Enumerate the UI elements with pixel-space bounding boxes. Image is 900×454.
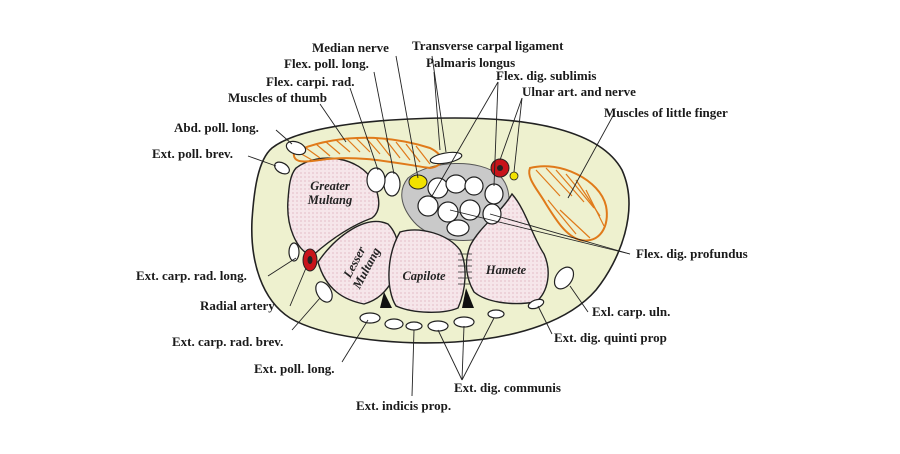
ulnar-nerve (509, 171, 519, 181)
label-flex-carpi-rad: Flex. carpi. rad. (266, 74, 354, 89)
label-ext-poll-long: Ext. poll. long. (254, 361, 335, 376)
label-ext-dig-quinti-prop: Ext. dig. quinti prop (554, 330, 667, 345)
label-muscles-of-thumb: Muscles of thumb (228, 90, 327, 105)
label-ext-poll-brev: Ext. poll. brev. (152, 146, 233, 161)
label-ext-carp-rad-long: Ext. carp. rad. long. (136, 268, 247, 283)
label-flex-dig-profundus: Flex. dig. profundus (636, 246, 748, 261)
label-flex-dig-sublimis: Flex. dig. sublimis (496, 68, 596, 83)
extensor-tendons (274, 140, 575, 332)
thumb-muscle-hatch (297, 137, 431, 165)
label-ext-carp-rad-brev: Ext. carp. rad. brev. (172, 334, 283, 349)
joint-wedge-right (462, 288, 474, 308)
ulnar-artery-lumen (497, 165, 503, 171)
label-abd-poll-long: Abd. poll. long. (174, 120, 259, 135)
radial-artery-lumen (307, 256, 313, 264)
bone-label-hamete: Hamete (485, 263, 527, 277)
intercarpal-joint-lines (458, 253, 472, 285)
label-median-nerve: Median nerve (312, 40, 389, 55)
bone-label-greater-multang-2: Multang (307, 193, 352, 207)
joint-wedge-left (380, 292, 392, 308)
label-ext-carp-uln: Exl. carp. uln. (592, 304, 670, 319)
bone-label-capilote: Capilote (402, 269, 446, 283)
little-finger-muscle-hatch (535, 167, 605, 239)
greater-multangular-bone (287, 157, 380, 257)
label-ext-indicis-prop: Ext. indicis prop. (356, 398, 451, 413)
median-nerve (408, 174, 428, 190)
label-ext-dig-communis: Ext. dig. communis (454, 380, 561, 395)
hamate-bone (465, 192, 549, 305)
flexor-tendons (366, 151, 504, 237)
capitate-bone (388, 229, 466, 313)
leader-lines (247, 55, 631, 397)
bone-label-greater-multang-1: Greater (310, 179, 350, 193)
label-muscles-of-little-finger: Muscles of little finger (604, 105, 728, 120)
label-transverse-carpal-ligament: Transverse carpal ligament (412, 38, 564, 53)
label-radial-artery: Radial artery (200, 298, 275, 313)
label-palmaris-longus: Palmaris longus (426, 55, 515, 70)
label-ulnar-art-and-nerve: Ulnar art. and nerve (522, 84, 636, 99)
label-flex-poll-long: Flex. poll. long. (284, 56, 369, 71)
